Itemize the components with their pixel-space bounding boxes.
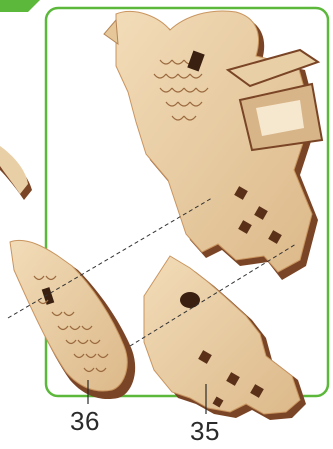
part-number-35: 35 xyxy=(190,418,220,444)
left-edge-piece xyxy=(0,146,32,200)
corner-tab xyxy=(0,0,40,12)
upper-assembly xyxy=(104,11,322,280)
part-number-36: 36 xyxy=(70,408,100,434)
part-36 xyxy=(10,240,135,399)
